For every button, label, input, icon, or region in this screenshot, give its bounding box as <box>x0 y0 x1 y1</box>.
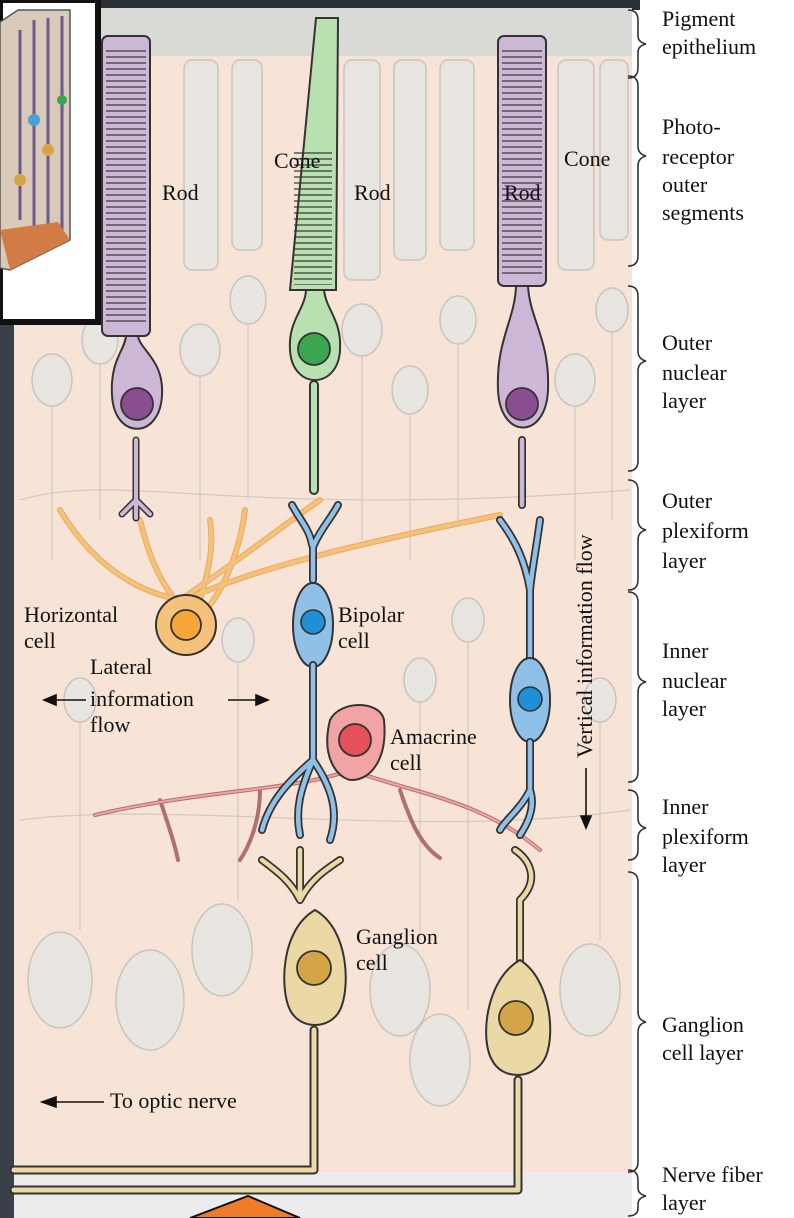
layer-label-inner-nuclear-1: Inner <box>662 638 709 663</box>
label-bipolar-cell-line-2: cell <box>338 628 370 653</box>
layer-label-pigment-epithelium-2: epithelium <box>662 34 756 59</box>
layer-label-inner-plexiform-3: layer <box>662 852 707 877</box>
layer-label-photoreceptor-3: outer <box>662 172 708 197</box>
label-to-optic-nerve: To optic nerve <box>110 1088 237 1113</box>
label-rod-3: Rod <box>504 180 541 205</box>
label-lateral-flow-line-1: Lateral <box>90 654 152 679</box>
layer-label-inner-nuclear-2: nuclear <box>662 668 727 693</box>
layer-label-inner-nuclear-3: layer <box>662 696 707 721</box>
layer-label-outer-plexiform-1: Outer <box>662 488 713 513</box>
layer-label-ganglion-cell-1: Ganglion <box>662 1012 744 1037</box>
layer-label-nerve-fiber-1: Nerve fiber <box>662 1162 763 1187</box>
layer-label-outer-plexiform-2: plexiform <box>662 518 749 543</box>
layer-label-photoreceptor-2: receptor <box>662 144 735 169</box>
layer-label-outer-nuclear-3: layer <box>662 388 707 413</box>
amacrine-cell-nucleus <box>339 724 371 756</box>
layer-label-outer-nuclear-1: Outer <box>662 330 713 355</box>
nerve-fiber-band <box>14 1172 632 1218</box>
layer-label-pigment-epithelium-1: Pigment <box>662 6 735 31</box>
layer-label-outer-nuclear-2: nuclear <box>662 360 727 385</box>
label-horizontal-cell-line-1: Horizontal <box>24 602 118 627</box>
label-amacrine-cell-line-1: Amacrine <box>390 724 477 749</box>
label-cone-2: Cone <box>564 146 610 171</box>
label-vertical-flow: Vertical information flow <box>572 534 597 758</box>
label-lateral-flow-line-3: flow <box>90 712 130 737</box>
label-bipolar-cell-line-1: Bipolar <box>338 602 405 627</box>
label-horizontal-cell-line-2: cell <box>24 628 56 653</box>
label-ganglion-cell-line-2: cell <box>356 950 388 975</box>
layer-label-outer-plexiform-3: layer <box>662 548 707 573</box>
layer-label-inner-plexiform-2: plexiform <box>662 824 749 849</box>
label-rod-1: Rod <box>162 180 199 205</box>
layer-label-photoreceptor-4: segments <box>662 200 744 225</box>
layer-label-photoreceptor-1: Photo- <box>662 114 721 139</box>
layer-label-nerve-fiber-2: layer <box>662 1190 707 1215</box>
label-ganglion-cell-line-1: Ganglion <box>356 924 438 949</box>
layer-label-inner-plexiform-1: Inner <box>662 794 709 819</box>
label-cone-1: Cone <box>274 148 320 173</box>
layer-label-ganglion-cell-2: cell layer <box>662 1040 744 1065</box>
layer-labels: Pigment epithelium Photo- receptor outer… <box>662 6 763 1215</box>
label-rod-2: Rod <box>354 180 391 205</box>
label-lateral-flow-line-2: information <box>90 686 194 711</box>
horizontal-cell-nucleus <box>171 610 201 640</box>
inset-figure <box>0 0 98 322</box>
label-amacrine-cell-line-2: cell <box>390 750 422 775</box>
